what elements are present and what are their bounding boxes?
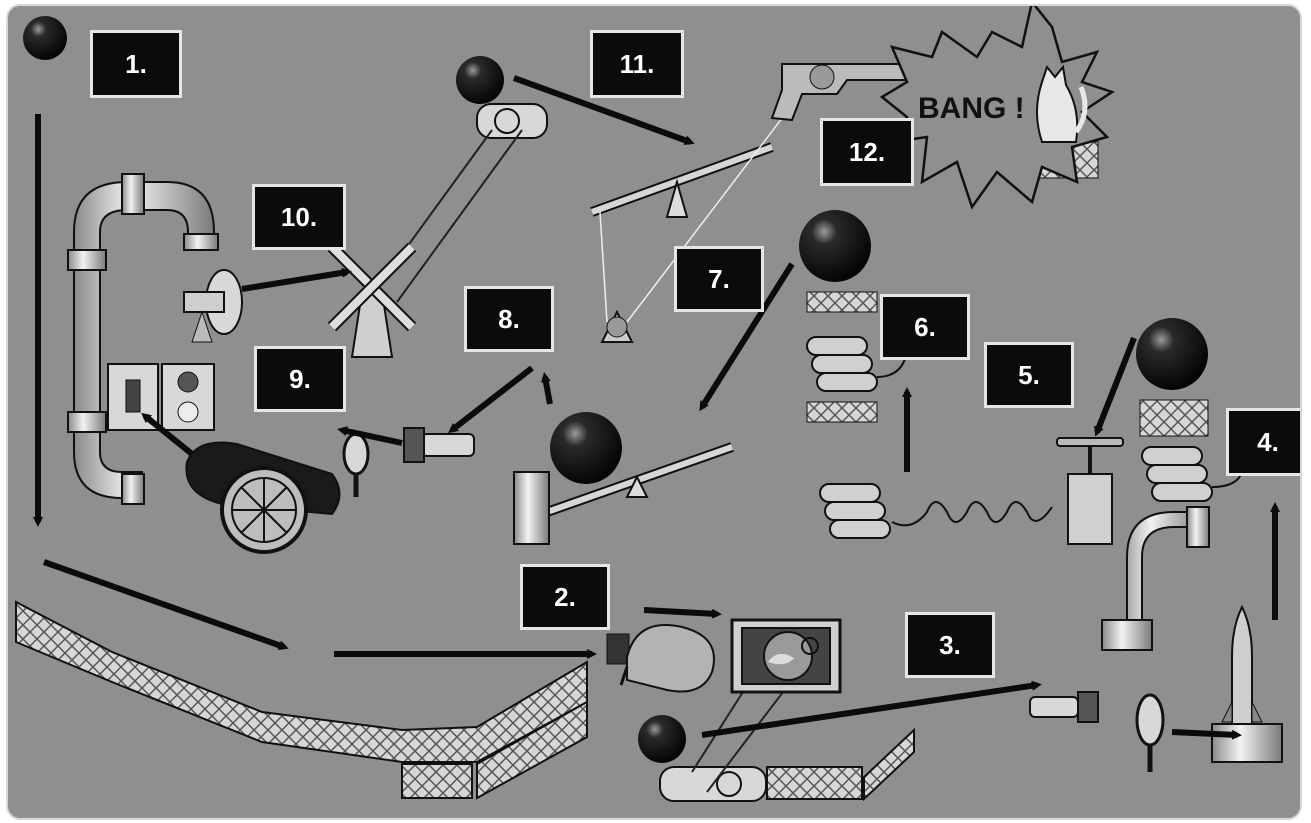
- brick-wall-icon: [767, 730, 914, 799]
- seesaw-icon: [592, 147, 772, 217]
- step-label-9: 9.: [254, 346, 346, 412]
- step-label-11: 11.: [590, 30, 684, 98]
- windmill-icon: [332, 247, 412, 357]
- brick-wall-icon: [16, 602, 587, 798]
- step-label-12: 12.: [820, 118, 914, 186]
- step-label-2: 2.: [520, 564, 610, 630]
- magnifying-glass-icon: [344, 434, 368, 497]
- bowling-ball-icon: [638, 715, 686, 763]
- boxing-glove-icon: [607, 625, 714, 692]
- arrow: [1097, 338, 1134, 432]
- flashlight-icon: [1030, 692, 1098, 722]
- step-label-8: 8.: [464, 286, 554, 352]
- arrow: [644, 610, 717, 614]
- bowling-ball-icon: [799, 210, 871, 282]
- pipe-icon: [1102, 507, 1209, 650]
- arrow: [452, 368, 532, 430]
- flashlight-icon: [404, 428, 474, 462]
- seesaw-icon: [514, 447, 732, 544]
- step-label-10: 10.: [252, 184, 346, 250]
- bowling-ball-icon: [456, 56, 504, 104]
- fan-icon: [184, 270, 242, 342]
- bowling-ball-icon: [23, 16, 67, 60]
- step-label-1: 1.: [90, 30, 182, 98]
- dynamite-icon: [820, 484, 1052, 538]
- outlet-icon: [162, 364, 214, 430]
- mirror-icon: [1137, 695, 1163, 772]
- game-board: BANG ! 1. 2. 3. 4. 5. 6. 7. 8. 9. 10. 11…: [6, 4, 1302, 820]
- step-label-3: 3.: [905, 612, 995, 678]
- step-label-4: 4.: [1226, 408, 1302, 476]
- machine-scene: [8, 6, 1300, 818]
- bowling-ball-icon: [1136, 318, 1208, 390]
- step-label-7: 7.: [674, 246, 764, 312]
- cannon-icon: [186, 442, 339, 552]
- detonator-icon: [1057, 438, 1123, 544]
- mouse-cage-icon: [732, 620, 840, 692]
- bowling-ball-icon: [550, 412, 622, 484]
- step-label-6: 6.: [880, 294, 970, 360]
- explosion-label: BANG !: [918, 92, 1025, 126]
- rocket-icon: [1212, 607, 1282, 762]
- arrow: [545, 377, 550, 404]
- arrow: [242, 272, 347, 289]
- arrow: [1172, 732, 1237, 735]
- step-label-5: 5.: [984, 342, 1074, 408]
